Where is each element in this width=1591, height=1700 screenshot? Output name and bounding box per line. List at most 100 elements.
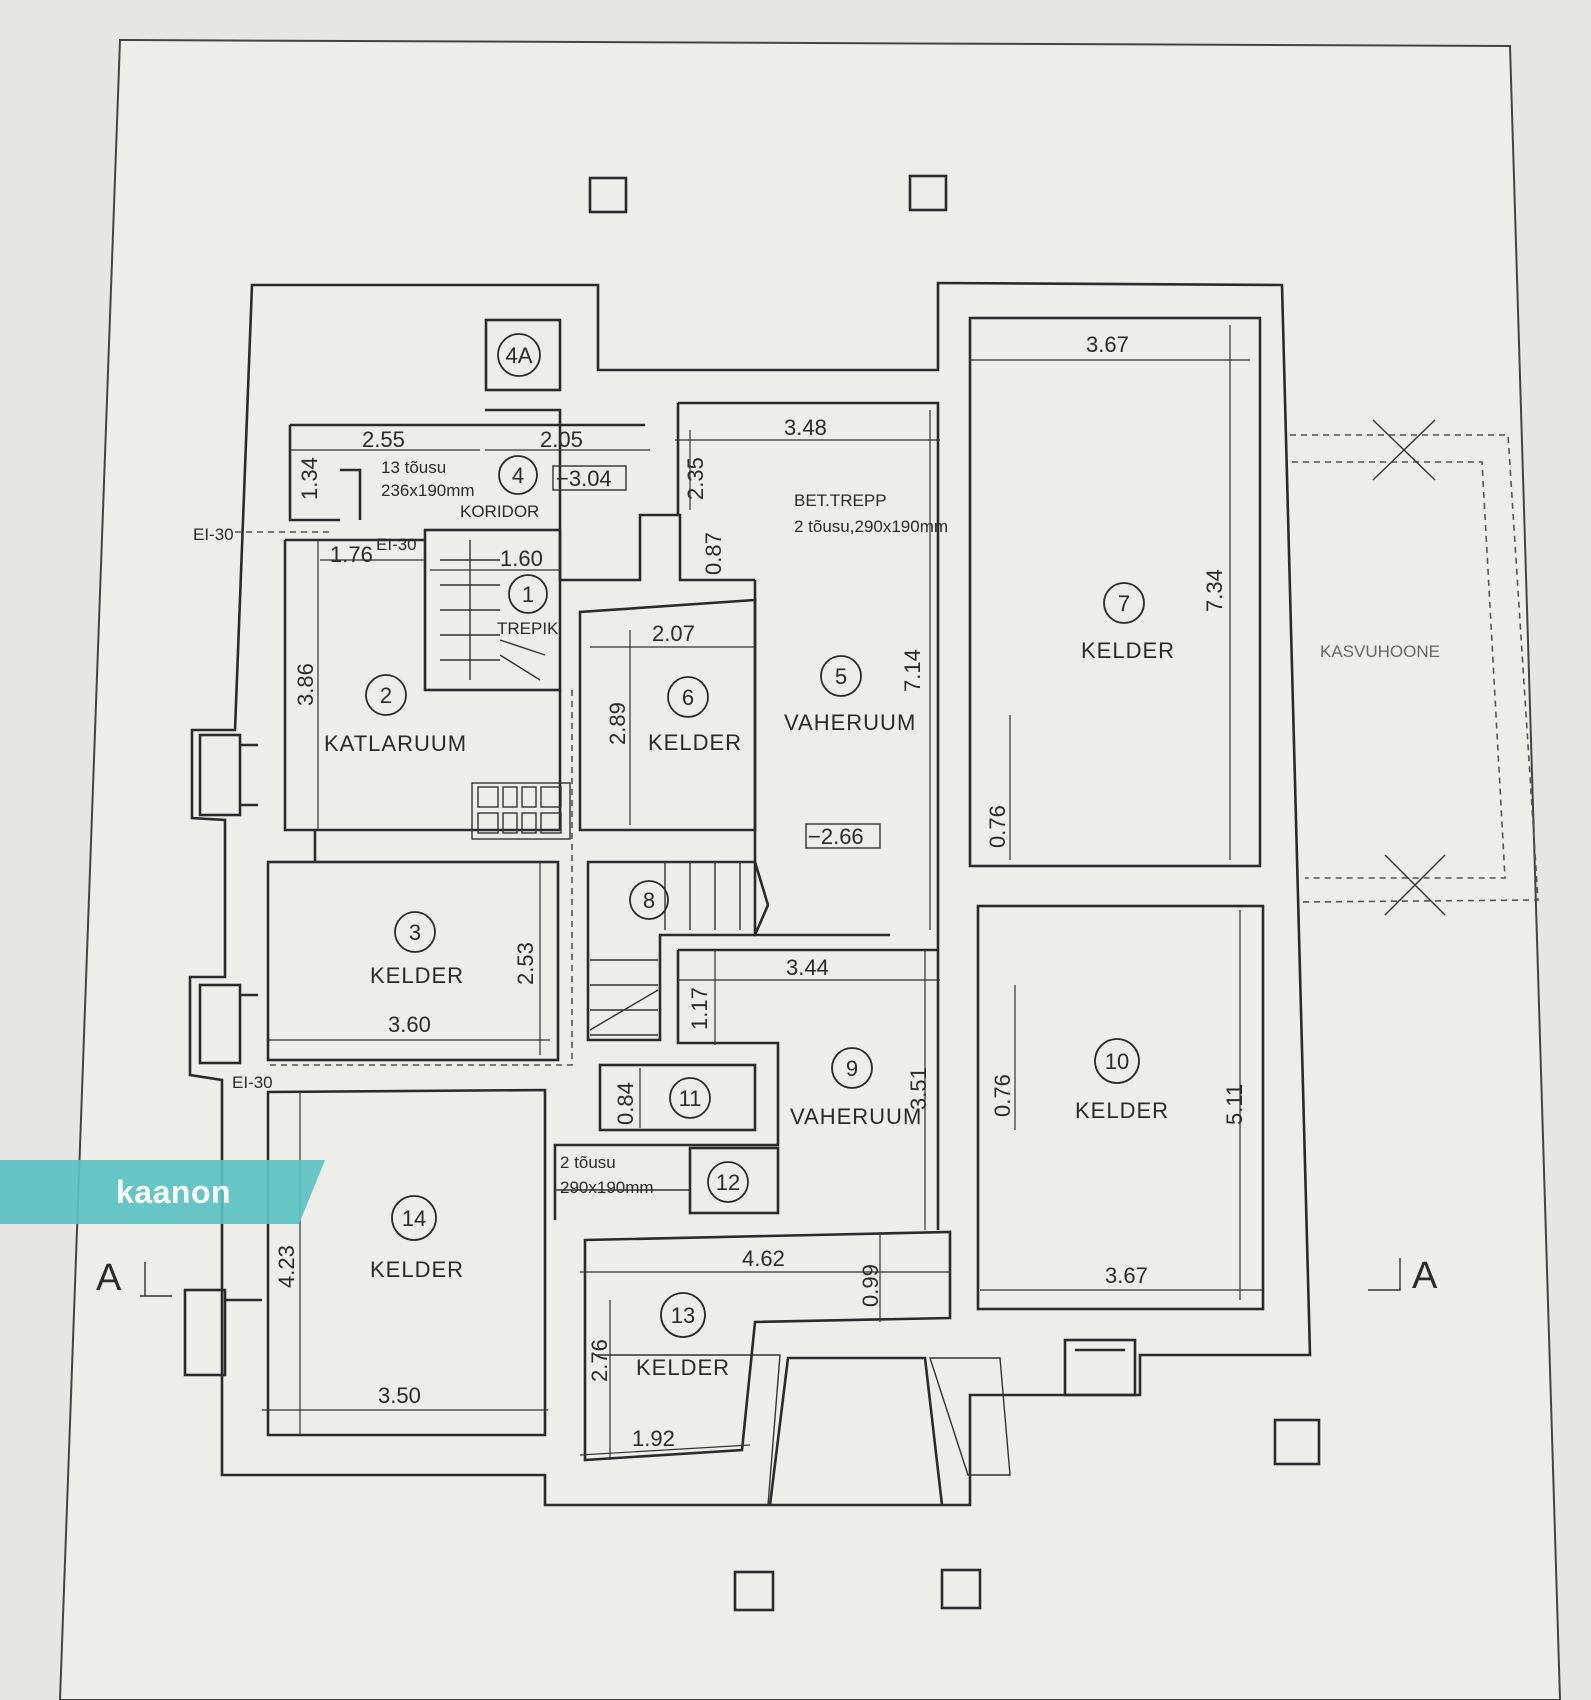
- outer-wall: [188, 281, 1312, 1507]
- room-13-number: 13: [671, 1303, 695, 1328]
- dim-0-84: 0.84: [613, 1082, 638, 1125]
- dim-7-14: 7.14: [900, 649, 925, 692]
- room-3-walls: [266, 860, 560, 1062]
- stair-note-13-risers: 13 tõusu: [381, 458, 446, 477]
- dim-3-60: 3.60: [388, 1012, 431, 1037]
- room-3-number: 3: [409, 920, 421, 945]
- section-label-right: A: [1412, 1255, 1438, 1297]
- dim-2-05: 2.05: [540, 427, 583, 452]
- section-line-left: [140, 1262, 172, 1297]
- stair-note-13-size: 236x190mm: [381, 481, 475, 500]
- dim-2-07: 2.07: [652, 621, 695, 646]
- dim-0-99: 0.99: [858, 1264, 883, 1307]
- column-markers: [588, 174, 1321, 1612]
- room-2-walls: [283, 538, 562, 862]
- room-6-name: KELDER: [648, 730, 742, 755]
- room-3-name: KELDER: [370, 963, 464, 988]
- room-4-number: 4: [512, 463, 524, 488]
- room-5-number: 5: [835, 664, 847, 689]
- room-12-number: 12: [716, 1170, 740, 1195]
- dim-3-44: 3.44: [786, 955, 829, 980]
- corridor-walls: [288, 408, 755, 582]
- room-9-walls: [553, 948, 938, 1220]
- dim-7-34: 7.34: [1202, 569, 1227, 612]
- section-line-right: [1368, 1258, 1401, 1291]
- room-7-number: 7: [1118, 591, 1130, 616]
- section-label-left: A: [96, 1257, 122, 1299]
- ei30-label-bottom: EI-30: [232, 1073, 273, 1092]
- greenhouse-name: KASVUHOONE: [1320, 642, 1440, 661]
- room-2-number: 2: [380, 683, 392, 708]
- dim-1-17: 1.17: [687, 987, 712, 1030]
- window-wells: [183, 733, 1137, 1397]
- room-14-number: 14: [402, 1206, 426, 1231]
- dim-3-48: 3.48: [784, 415, 827, 440]
- room-10-name: KELDER: [1075, 1098, 1169, 1123]
- dim-2-53: 2.53: [513, 942, 538, 985]
- dim-5-11: 5.11: [1222, 1084, 1247, 1125]
- dim-1-60: 1.60: [500, 546, 543, 571]
- dim-0-76-lower: 0.76: [990, 1074, 1015, 1117]
- room-11-walls: [598, 1063, 757, 1132]
- room-9-number: 9: [846, 1056, 858, 1081]
- chimney-block: [471, 782, 571, 840]
- front-opening: [768, 1356, 944, 1506]
- room-12-walls: [688, 1146, 780, 1215]
- dim-3-67-top: 3.67: [1086, 332, 1129, 357]
- room-10-number: 10: [1105, 1049, 1129, 1074]
- room-14-name: KELDER: [370, 1257, 464, 1282]
- room-1-number: 1: [522, 582, 534, 607]
- dimension-lines: [262, 325, 1263, 1460]
- bet-trepp-size: 2 tõusu,290x190mm: [794, 517, 948, 536]
- dim-2-35: 2.35: [683, 457, 708, 500]
- stair-treads-8: [589, 862, 741, 1036]
- level-3-04: −3.04: [556, 466, 612, 491]
- room-10-walls: [976, 904, 1265, 1311]
- dim-4-62: 4.62: [742, 1246, 785, 1271]
- inner-outer-wall: [595, 1354, 1011, 1506]
- kaanon-logo: kaanon: [0, 1160, 325, 1224]
- dim-3-67-bottom: 3.67: [1105, 1263, 1148, 1288]
- room-13-walls: [583, 1230, 952, 1462]
- shaft-4a: [484, 318, 562, 392]
- ei30-dashed-boundary: [268, 690, 573, 1066]
- stair-treads-1: [440, 540, 546, 681]
- dim-1-76: 1.76: [330, 542, 373, 567]
- dim-1-34: 1.34: [297, 457, 322, 500]
- stair-note-2-risers: 2 tõusu: [560, 1153, 616, 1172]
- level-box-266: [805, 823, 881, 849]
- room-5-name: VAHERUUM: [784, 710, 916, 735]
- staircase-1: [423, 528, 562, 692]
- room-2-name: KATLARUUM: [324, 731, 467, 756]
- room-13-name: KELDER: [636, 1355, 730, 1380]
- room-9-name: VAHERUUM: [790, 1104, 922, 1129]
- room-4a-number: 4A: [506, 343, 533, 368]
- dim-3-50: 3.50: [378, 1383, 421, 1408]
- room-8-walls: [586, 860, 770, 1042]
- room-7-walls: [968, 316, 1262, 868]
- greenhouse-outline: [1290, 419, 1539, 916]
- room-markers: [365, 333, 1145, 1338]
- level-2-66: −2.66: [808, 824, 864, 849]
- room-7-name: KELDER: [1081, 638, 1175, 663]
- paper-sheet: [58, 38, 1562, 1700]
- dim-0-87: 0.87: [701, 532, 726, 575]
- room-14-walls: [266, 1088, 547, 1437]
- ei30-label-top: EI-30: [193, 525, 234, 544]
- room-6-number: 6: [682, 685, 694, 710]
- dim-1-92: 1.92: [632, 1426, 675, 1451]
- room-4-name: KORIDOR: [460, 502, 539, 521]
- dim-2-55: 2.55: [362, 427, 405, 452]
- room-1-name: TREPIK: [497, 619, 559, 638]
- logo-text: kaanon: [116, 1173, 232, 1210]
- level-box-304: [552, 465, 627, 491]
- room-8-number: 8: [643, 888, 655, 913]
- ei30-label-stair: EI-30: [376, 535, 417, 554]
- dim-2-76: 2.76: [587, 1339, 612, 1382]
- dim-3-86: 3.86: [293, 663, 318, 706]
- dim-0-76-upper: 0.76: [985, 805, 1010, 848]
- stair-note-2-size: 290x190mm: [560, 1178, 654, 1197]
- bet-trepp-label: BET.TREPP: [794, 491, 887, 510]
